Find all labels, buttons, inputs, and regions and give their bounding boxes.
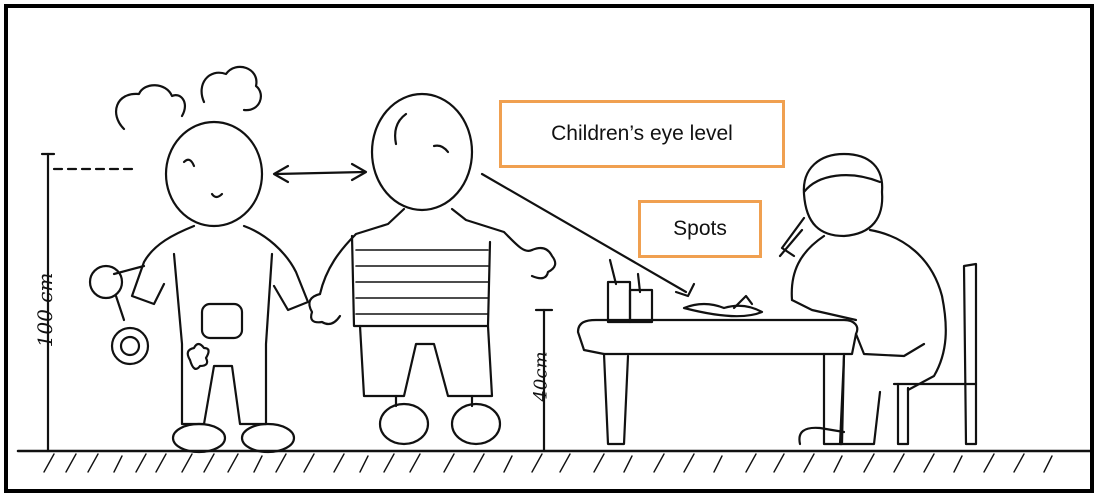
- eye-level-callout: Children’s eye level: [499, 100, 785, 168]
- height-100-label: 100 cm: [33, 265, 57, 355]
- eye-level-label: Children’s eye level: [551, 122, 733, 146]
- seated-boy-figure: [780, 154, 946, 444]
- double-arrow: [274, 164, 366, 182]
- ground: [18, 451, 1090, 472]
- illustration-frame: Children’s eye level Spots 100 cm 40cm: [4, 4, 1094, 493]
- table: [578, 260, 857, 444]
- height-40-label: 40cm: [531, 342, 552, 412]
- girl-figure: [90, 67, 308, 452]
- spots-callout: Spots: [638, 200, 762, 258]
- children-eye-level-illustration: [8, 8, 1090, 489]
- spots-label: Spots: [673, 217, 727, 241]
